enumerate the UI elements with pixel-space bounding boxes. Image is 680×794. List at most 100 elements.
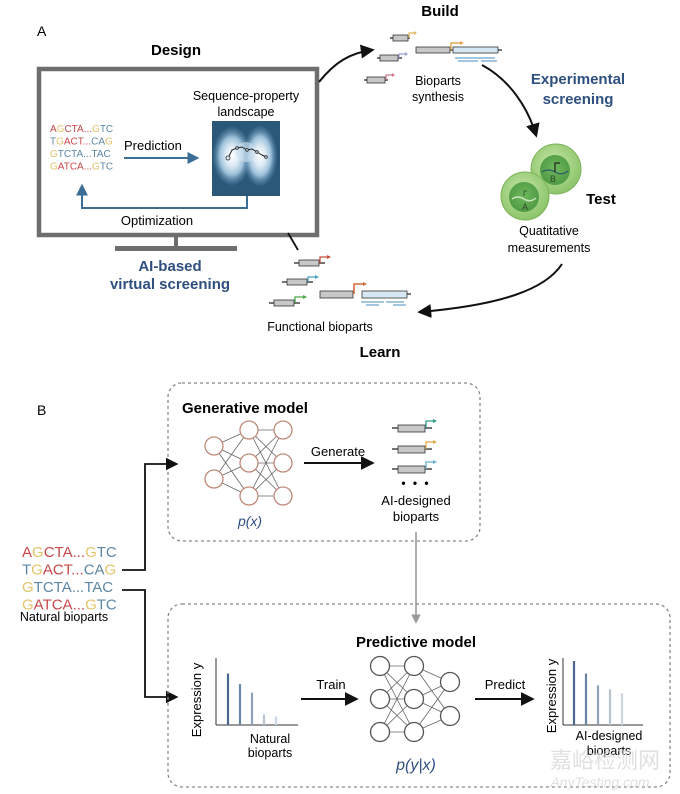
natural-sequence-line: AGCTA...GTC: [22, 544, 117, 561]
natural-sequence-line: GATCA...GTC: [22, 597, 117, 614]
natural-to-generative-arrow: [122, 457, 179, 571]
build-title: Build: [421, 3, 459, 20]
nucleotide-segment: G: [31, 562, 43, 579]
build-caption-line1: Bioparts: [415, 74, 461, 88]
landscape-label-line2: landscape: [218, 105, 275, 119]
nucleotide-segment: TCTA...TAC: [34, 579, 114, 596]
nucleotide-segment: G: [92, 124, 100, 135]
nucleotide-segment: TCTA...TAC: [58, 149, 111, 160]
nucleotide-segment: CA: [84, 562, 105, 579]
natural-sequence-line: TGACT...CAG: [22, 562, 116, 579]
nucleotide-segment: T: [22, 562, 31, 579]
generative-node: [204, 436, 224, 456]
optimization-arrow: [76, 183, 248, 209]
nucleotide-segment: G: [105, 137, 113, 148]
nucleotide-segment: A: [50, 124, 57, 135]
natural-to-predictive-arrow: [122, 589, 179, 704]
network-edge: [413, 681, 451, 733]
virtual-screening-line1: AI-based: [138, 258, 201, 275]
generative-model-title: Generative model: [182, 400, 308, 417]
nucleotide-segment: G: [57, 124, 65, 135]
right-chart-xlabel-line1: AI-designed: [576, 729, 643, 743]
natural-sequences: AGCTA...GTCTGACT...CAGGTCTA...TACGATCA..…: [22, 544, 117, 614]
network-edge: [213, 429, 250, 480]
learn-title: Learn: [360, 344, 401, 361]
ai-designed-bioparts-icons: [392, 419, 437, 474]
generate-label: Generate: [311, 444, 365, 459]
predictive-node: [439, 671, 461, 693]
predictive-node: [369, 655, 391, 677]
predictive-node: [369, 688, 391, 710]
design-sequence-line: GTCTA...TAC: [50, 149, 111, 160]
network-edge: [413, 665, 451, 717]
left-chart-xlabel-line1: Natural: [250, 732, 290, 746]
predictive-node: [439, 705, 461, 727]
network-edge: [379, 665, 415, 733]
generative-node: [273, 486, 293, 506]
nucleotide-segment: ATCA...: [58, 162, 92, 173]
generative-node: [204, 469, 224, 489]
build-bioparts: [364, 31, 502, 84]
predict-label: Predict: [485, 677, 526, 692]
design-sequences: AGCTA...GTCTGACT...CAGGTCTA...TACGATCA..…: [50, 124, 113, 173]
nucleotide-segment: TC: [97, 544, 117, 561]
design-to-build-arrow: [318, 44, 375, 83]
test-caption-line2: measurements: [508, 241, 591, 255]
ai-designed-expression-chart: Expression y AI-designed bioparts: [544, 658, 643, 758]
natural-bioparts-label: Natural bioparts: [20, 610, 108, 624]
predictive-node: [403, 688, 425, 710]
cell-a-label: A: [522, 202, 528, 212]
left-chart-ylabel: Expression y: [189, 662, 204, 737]
ellipsis-dots: • • •: [401, 476, 430, 490]
left-chart-xlabel-line2: bioparts: [248, 746, 292, 760]
learn-to-design-connector: [287, 232, 299, 251]
predictive-model-box: [167, 603, 671, 788]
generative-network: [204, 420, 293, 506]
train-label: Train: [316, 677, 345, 692]
generative-node: [273, 420, 293, 440]
sequence-property-landscape: [212, 121, 280, 196]
test-to-learn-arrow: [417, 263, 563, 318]
nucleotide-segment: G: [22, 579, 34, 596]
nucleotide-segment: ACT...: [64, 137, 91, 148]
nucleotide-segment: CA: [91, 137, 105, 148]
learn-bioparts: [269, 255, 411, 307]
nucleotide-segment: G: [85, 597, 97, 614]
nucleotide-segment: ACT...: [43, 562, 84, 579]
learn-caption: Functional bioparts: [267, 320, 373, 334]
virtual-screening-line2: virtual screening: [110, 276, 230, 293]
nucleotide-segment: G: [85, 544, 97, 561]
generative-node: [273, 453, 293, 473]
predictive-node: [403, 655, 425, 677]
experimental-screening-line2: screening: [543, 91, 614, 108]
nucleotide-segment: T: [50, 137, 56, 148]
generative-node: [239, 420, 259, 440]
nucleotide-segment: G: [92, 162, 100, 173]
cell-b-label: B: [550, 174, 556, 184]
design-sequence-line: GATCA...GTC: [50, 162, 113, 173]
design-sequence-line: AGCTA...GTC: [50, 124, 113, 135]
predictive-formula: p(y|x): [395, 757, 436, 774]
predictive-node: [369, 721, 391, 743]
prediction-label: Prediction: [124, 138, 182, 153]
network-edge: [248, 429, 284, 497]
panel-b-label: B: [37, 402, 46, 418]
nucleotide-segment: TC: [100, 124, 113, 135]
test-caption-line1: Quatitative: [519, 224, 579, 238]
nucleotide-segment: CTA...: [64, 124, 92, 135]
predictive-node: [403, 721, 425, 743]
nucleotide-segment: TC: [97, 597, 117, 614]
generated-label-line2: bioparts: [393, 509, 440, 524]
predictive-model-title: Predictive model: [356, 634, 476, 651]
generative-node: [239, 453, 259, 473]
predictive-network: [369, 655, 461, 743]
nucleotide-segment: G: [50, 162, 58, 173]
cells-illustration: B A: [500, 143, 582, 221]
nucleotide-segment: ATCA...: [34, 597, 85, 614]
test-title: Test: [586, 191, 616, 208]
nucleotide-segment: G: [50, 149, 58, 160]
design-title: Design: [151, 42, 201, 59]
nucleotide-segment: TC: [100, 162, 113, 173]
nucleotide-segment: G: [105, 562, 117, 579]
generative-node: [239, 486, 259, 506]
